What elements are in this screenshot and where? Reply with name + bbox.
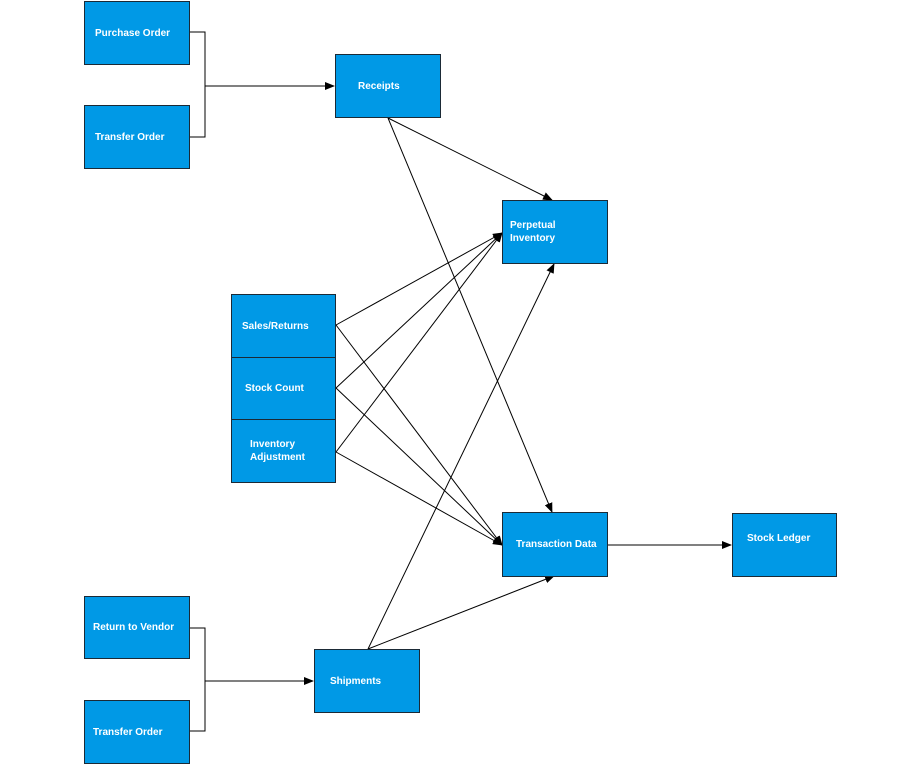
transfer-order-inbound-label: Transfer Order [95,131,165,143]
connector-stock-count-to-perpetual-inventory [335,232,503,389]
sales-returns-label: Sales/Returns [242,320,309,332]
connector-inventory-adjustment-to-perpetual-inventory [335,232,503,453]
shipments-box: Shipments [314,649,420,713]
transfer-order-outbound-box: Transfer Order [84,700,190,764]
transfer-order-inbound-box: Transfer Order [84,105,190,169]
stock-ledger-label: Stock Ledger [747,532,811,544]
connector-inventory-adjustment-to-transaction-data [335,451,503,546]
connector-receipts-to-perpetual-inventory [387,117,553,201]
connector-sales-returns-to-transaction-data [335,324,503,546]
stock-ledger-box: Stock Ledger [732,513,837,577]
perpetual-inventory-label: Perpetual Inventory [510,220,556,244]
sales-returns-box: Sales/Returns [231,294,336,358]
purchase-order-label: Purchase Order [95,27,171,39]
transaction-data-box: Transaction Data [502,512,608,577]
connector-purchase-order-bracket [189,31,206,138]
stock-count-box: Stock Count [231,357,336,420]
return-to-vendor-label: Return to Vendor [93,622,175,633]
connector-receipts-to-transaction-data [387,117,553,513]
connector-shipments-to-perpetual-inventory [367,263,555,650]
connector-return-to-vendor-bracket [189,627,206,732]
perpetual-inventory-box: Perpetual Inventory [502,200,608,264]
shipments-label: Shipments [330,675,382,687]
receipts-label: Receipts [358,80,400,92]
connector-stock-count-to-transaction-data [335,387,503,546]
transaction-data-label: Transaction Data [516,539,597,550]
purchase-order-box: Purchase Order [84,1,190,65]
connector-sales-returns-to-perpetual-inventory [335,232,503,326]
return-to-vendor-box: Return to Vendor [84,596,190,659]
inventory-adjustment-box: Inventory Adjustment [231,419,336,483]
transfer-order-outbound-label: Transfer Order [93,726,163,738]
receipts-box: Receipts [335,54,441,118]
inventory-adjustment-label: Inventory Adjustment [250,439,305,463]
connector-shipments-to-transaction-data [367,575,555,650]
stock-count-label: Stock Count [245,383,304,394]
